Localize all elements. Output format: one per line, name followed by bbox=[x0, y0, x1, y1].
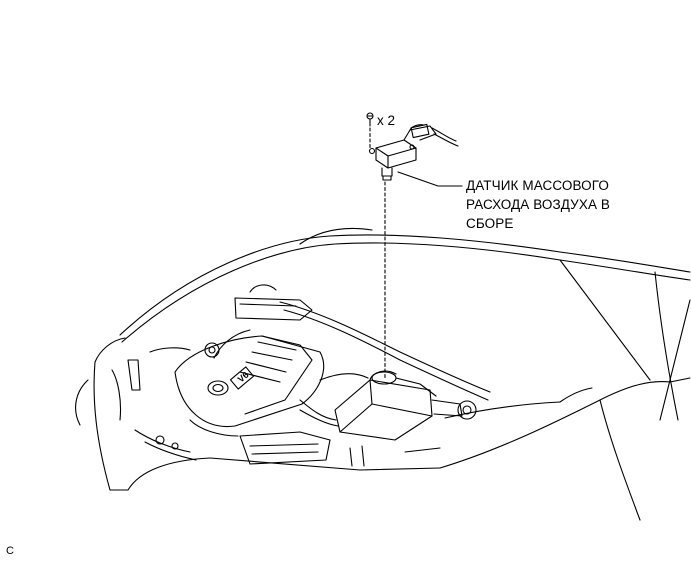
cowl-area bbox=[204, 284, 491, 401]
front-structure bbox=[111, 347, 331, 465]
callout-leader bbox=[397, 171, 463, 187]
screw-icon bbox=[366, 112, 374, 127]
open-hood bbox=[119, 227, 691, 421]
component-callout: ДАТЧИК МАССОВОГО РАСХОДА ВОЗДУХА В СБОРЕ bbox=[466, 176, 610, 233]
corner-code: C bbox=[6, 545, 14, 557]
air-cleaner bbox=[334, 370, 477, 441]
mass-air-flow-meter bbox=[368, 123, 459, 181]
engine-badge: V6 bbox=[236, 370, 251, 385]
vehicle-body-outline bbox=[75, 337, 691, 521]
hoses-and-details bbox=[189, 373, 441, 467]
engine-cover bbox=[174, 335, 325, 428]
callout-line-3: СБОРЕ bbox=[466, 216, 514, 231]
callout-line-1: ДАТЧИК МАССОВОГО bbox=[466, 178, 610, 193]
callout-line-2: РАСХОДА ВОЗДУХА В bbox=[466, 197, 611, 212]
quantity-label: x 2 bbox=[377, 113, 396, 128]
